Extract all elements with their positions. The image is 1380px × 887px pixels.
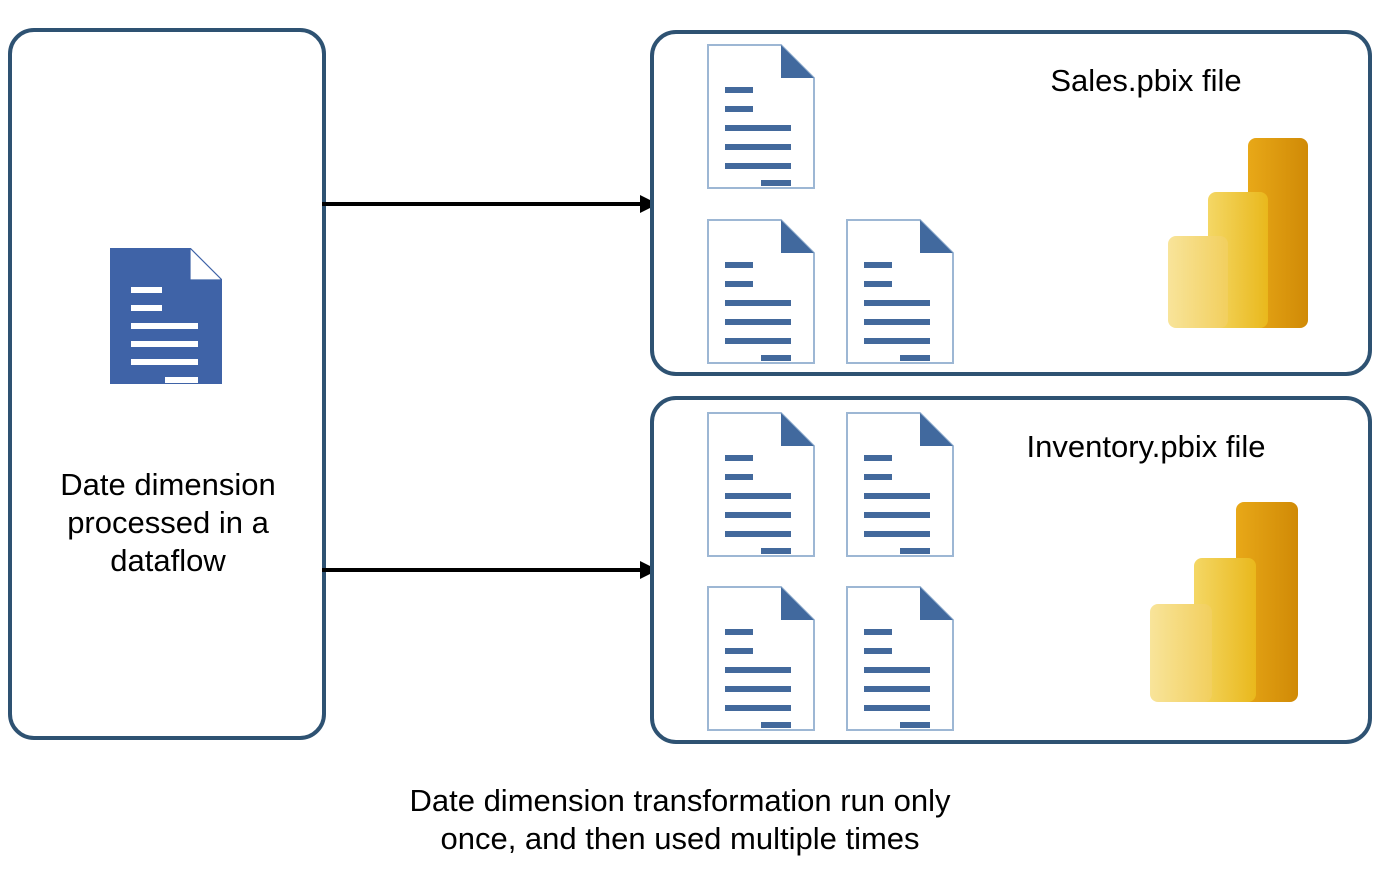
document-icon	[110, 248, 222, 384]
document-icon	[707, 412, 815, 557]
document-icon	[846, 219, 954, 364]
sales-pbix-label: Sales.pbix file	[1050, 63, 1242, 98]
inventory-pbix-label: Inventory.pbix file	[1026, 429, 1266, 464]
document-icon	[846, 412, 954, 557]
document-icon	[846, 586, 954, 731]
document-icon	[707, 586, 815, 731]
power-bi-logo	[1166, 138, 1310, 330]
arrow-dataflow-to-sales	[322, 194, 658, 214]
dataflow-container-box	[8, 28, 326, 740]
arrow-dataflow-to-inventory	[322, 560, 658, 580]
document-icon	[707, 219, 815, 364]
dataflow-label: Date dimension processed in a dataflow	[60, 467, 276, 578]
power-bi-logo	[1148, 502, 1300, 704]
diagram-caption: Date dimension transformation run only o…	[409, 783, 951, 856]
document-icon	[707, 44, 815, 189]
